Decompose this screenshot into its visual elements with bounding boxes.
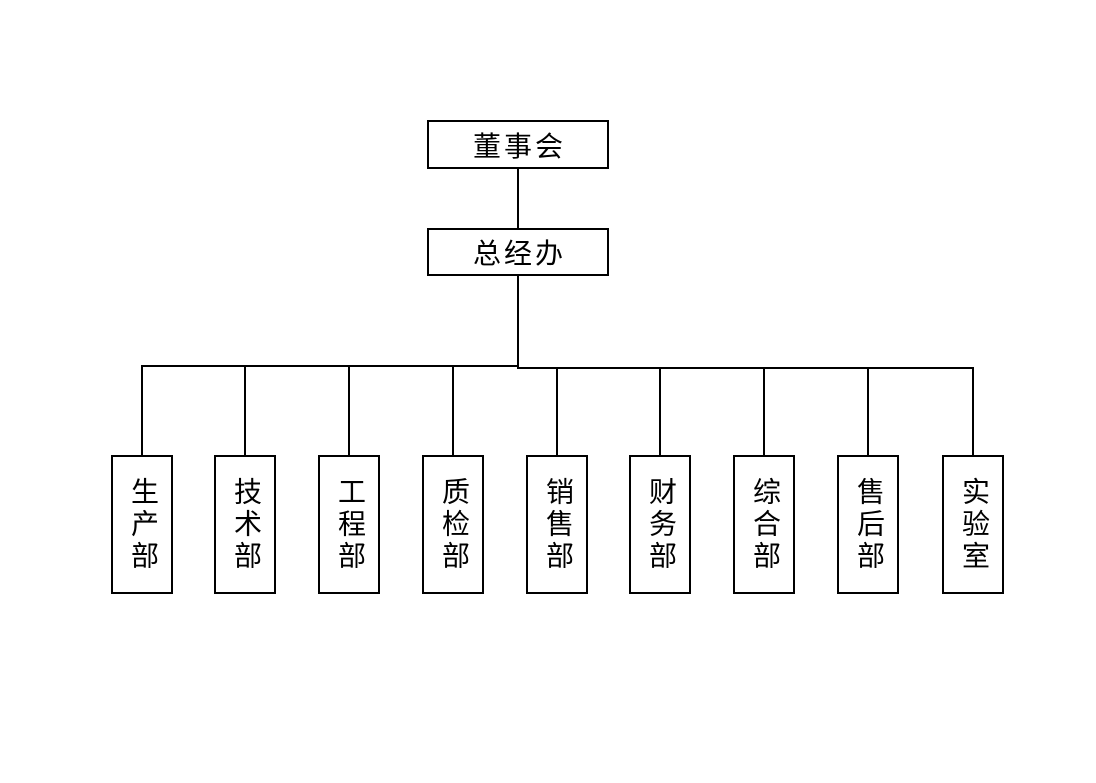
org-box-department-finance: 财务部: [629, 455, 691, 594]
connector-board-executive: [517, 169, 519, 228]
connector-drop-8: [867, 367, 869, 455]
connector-drop-9: [972, 367, 974, 455]
connector-trunk-right: [517, 367, 974, 369]
org-box-department-sales: 销售部: [526, 455, 588, 594]
connector-drop-2: [244, 365, 246, 455]
org-box-board: 董事会: [427, 120, 609, 169]
department-label: 生产部: [127, 476, 158, 573]
connector-drop-7: [763, 367, 765, 455]
org-box-executive: 总经办: [427, 228, 609, 276]
org-box-department-after-sales: 售后部: [837, 455, 899, 594]
org-box-department-production: 生产部: [111, 455, 173, 594]
org-box-laboratory: 实验室: [942, 455, 1004, 594]
connector-executive-trunk: [517, 276, 519, 368]
department-label: 技术部: [230, 476, 261, 573]
department-label: 财务部: [645, 476, 676, 573]
connector-drop-5: [556, 367, 558, 455]
department-label: 工程部: [334, 476, 365, 573]
org-box-department-engineering: 工程部: [318, 455, 380, 594]
org-box-department-technology: 技术部: [214, 455, 276, 594]
connector-drop-3: [348, 365, 350, 455]
department-label: 销售部: [542, 476, 573, 573]
department-label: 实验室: [958, 476, 989, 573]
org-box-department-quality: 质检部: [422, 455, 484, 594]
department-label: 综合部: [749, 476, 780, 573]
executive-label: 总经办: [472, 239, 566, 270]
connector-trunk-left: [141, 365, 519, 367]
department-label: 质检部: [438, 476, 469, 573]
department-label: 售后部: [853, 476, 884, 573]
connector-drop-6: [659, 367, 661, 455]
org-box-department-general-affairs: 综合部: [733, 455, 795, 594]
board-label: 董事会: [472, 131, 566, 163]
connector-drop-1: [141, 365, 143, 455]
connector-drop-4: [452, 365, 454, 455]
